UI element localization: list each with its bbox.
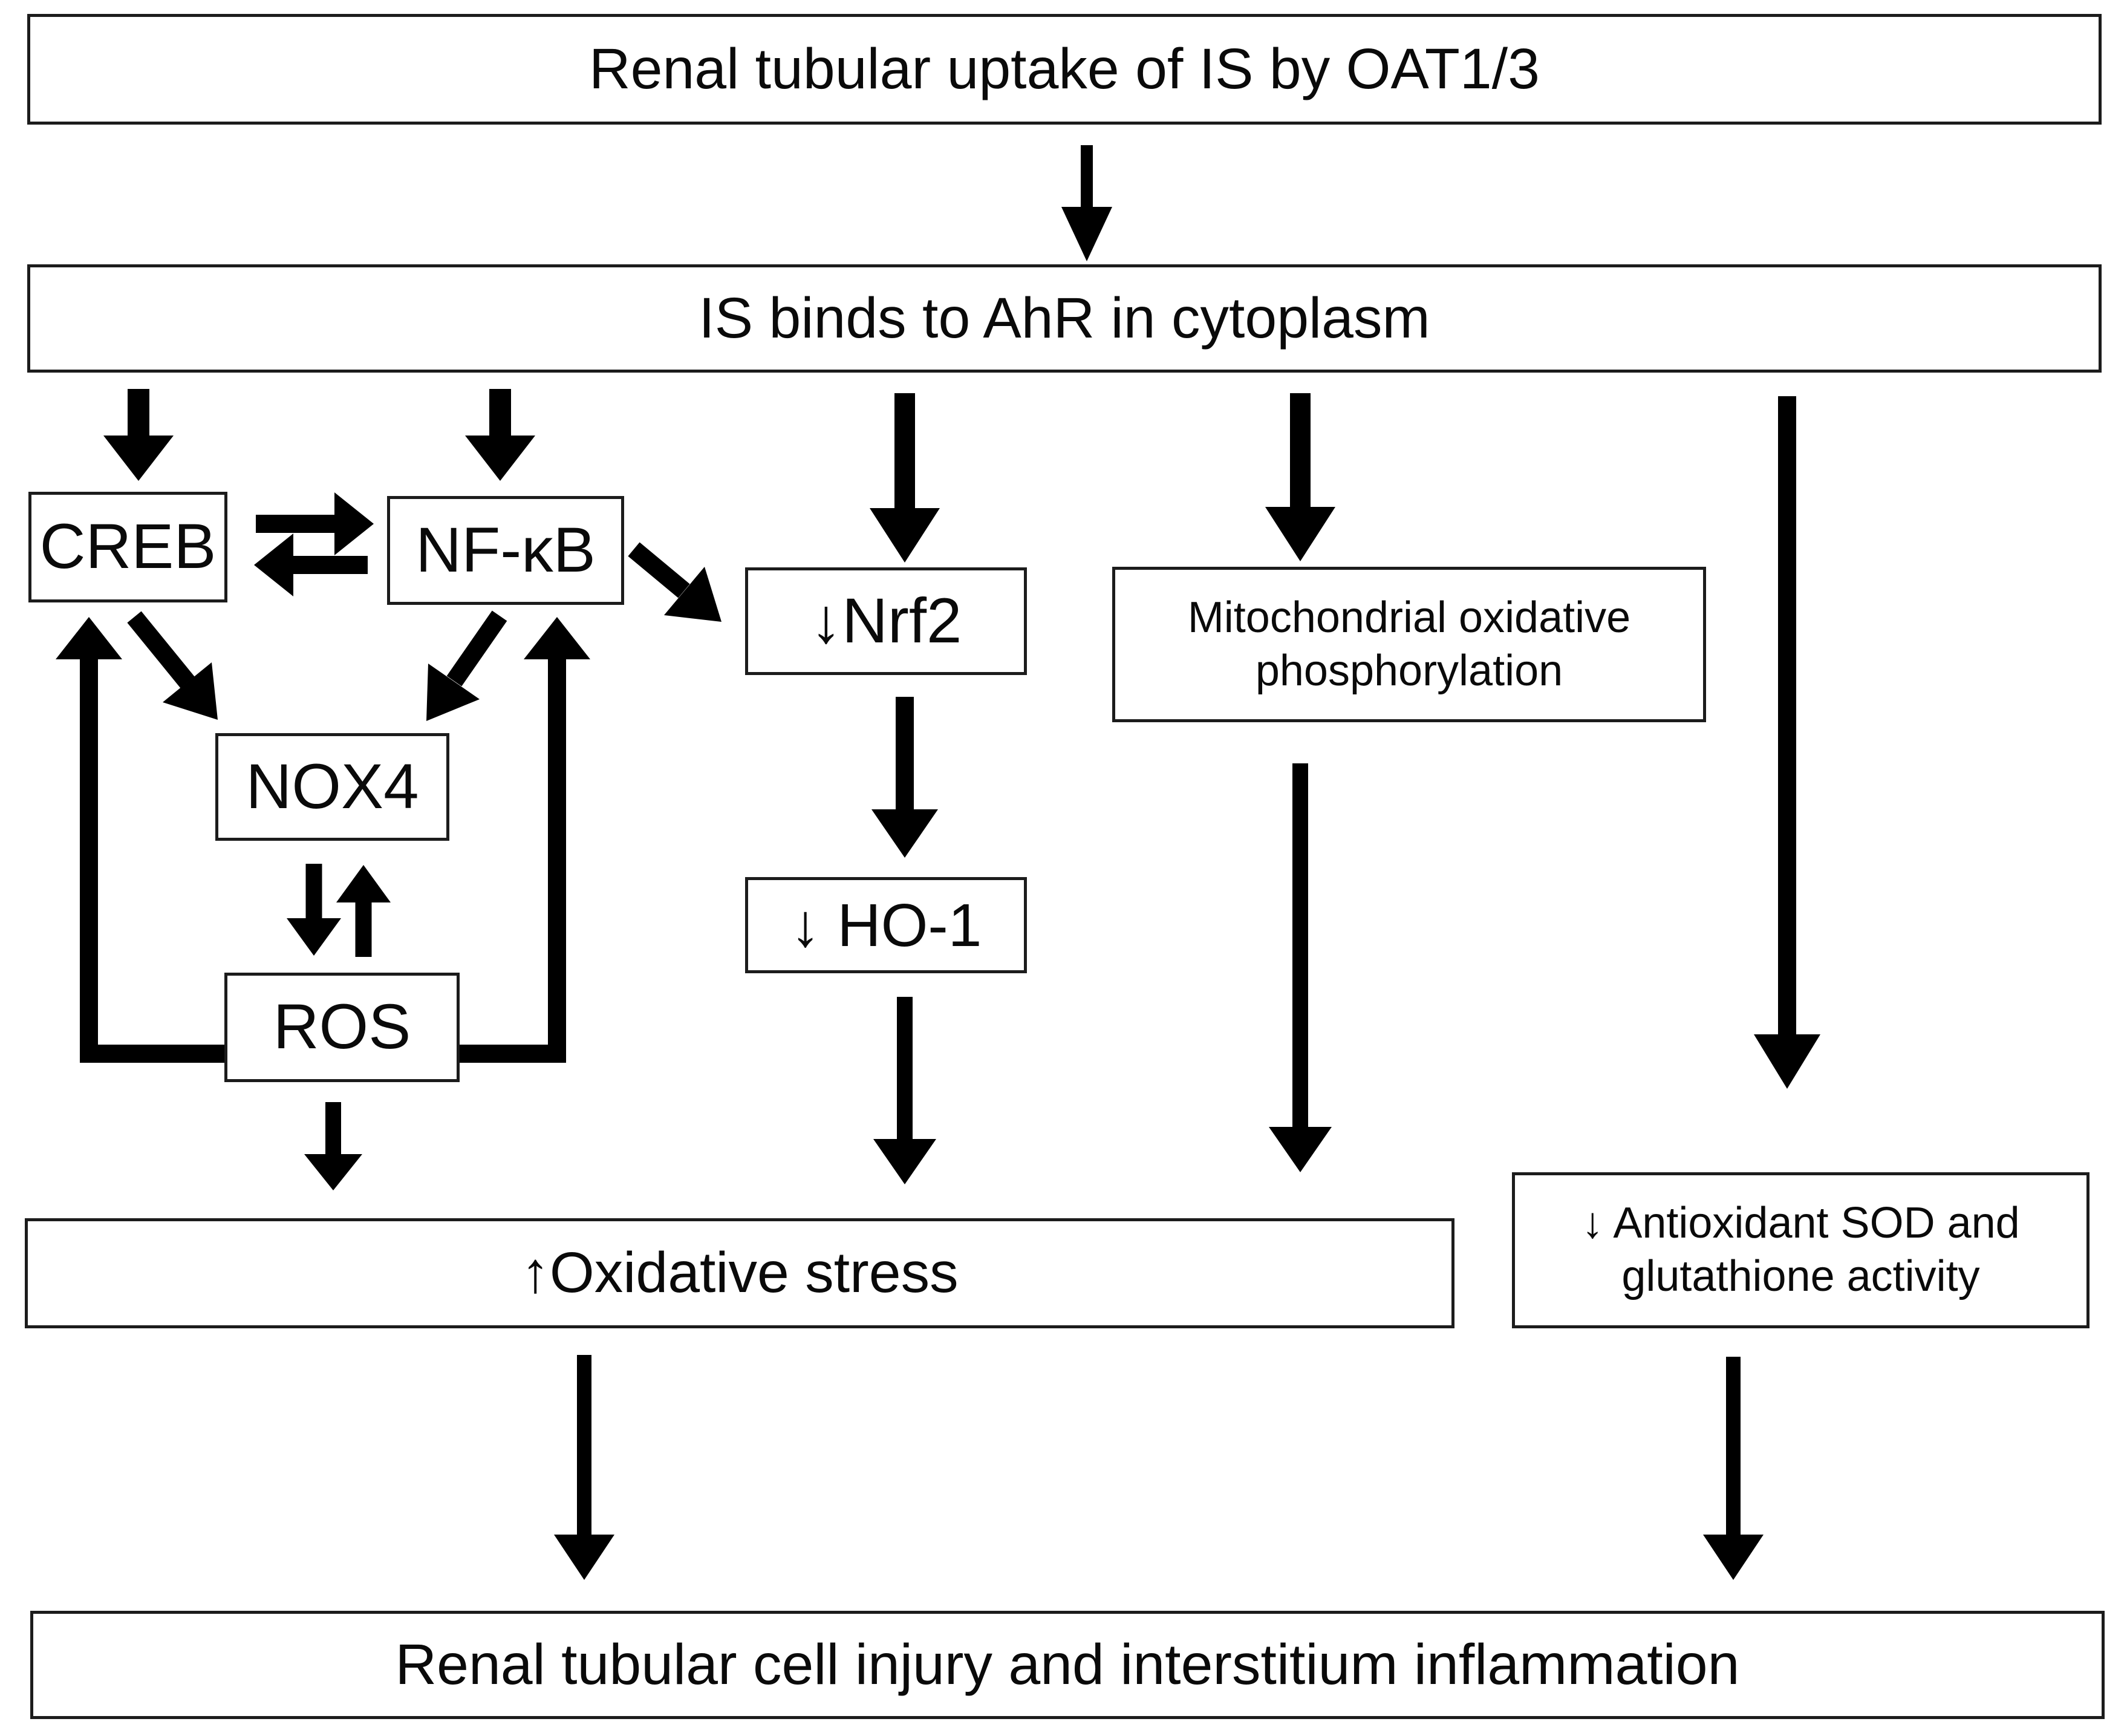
arrow-ros-to-creb-feedback bbox=[56, 617, 227, 1063]
arrow-creb-to-nfkb bbox=[256, 492, 374, 555]
arrow-uptake-to-ahr bbox=[1061, 145, 1112, 261]
node-ho1-label: ↓ HO-1 bbox=[790, 891, 982, 959]
node-oxidative-stress: ↑Oxidative stress bbox=[25, 1218, 1454, 1328]
node-mitochondrial-oxphos-line1: Mitochondrial oxidative bbox=[1187, 593, 1631, 642]
arrow-nrf2-to-ho1 bbox=[871, 697, 938, 858]
node-creb: CREB bbox=[28, 492, 227, 602]
node-ros: ROS bbox=[224, 973, 460, 1082]
node-ros-label: ROS bbox=[273, 991, 411, 1063]
arrow-ros-to-nfkb-feedback bbox=[458, 617, 590, 1063]
arrow-oxstress-to-injury bbox=[554, 1355, 614, 1580]
arrow-ahr-to-creb bbox=[103, 389, 174, 481]
arrow-nfkb-to-nox4 bbox=[426, 610, 507, 721]
node-renal-injury: Renal tubular cell injury and interstiti… bbox=[30, 1611, 2105, 1719]
node-nfkb: NF-κB bbox=[387, 496, 624, 605]
arrow-ahr-to-nfkb bbox=[465, 389, 535, 481]
arrow-ahr-to-nrf2 bbox=[870, 393, 940, 563]
node-nox4: NOX4 bbox=[215, 733, 449, 841]
node-renal-injury-label: Renal tubular cell injury and interstiti… bbox=[395, 1632, 1740, 1697]
node-nrf2-label: ↓Nrf2 bbox=[810, 585, 962, 656]
arrow-ros-to-nox4 bbox=[336, 865, 391, 957]
node-antioxidant-sod: ↓ Antioxidant SOD and glutathione activi… bbox=[1512, 1172, 2090, 1328]
arrow-nox4-to-ros bbox=[287, 864, 341, 956]
node-ho1: ↓ HO-1 bbox=[745, 877, 1027, 973]
arrow-nfkb-to-nrf2 bbox=[628, 542, 721, 622]
node-renal-uptake-label: Renal tubular uptake of IS by OAT1/3 bbox=[589, 36, 1540, 101]
node-mitochondrial-oxphos: Mitochondrial oxidative phosphorylation bbox=[1112, 567, 1706, 722]
node-is-binds-ahr-label: IS binds to AhR in cytoplasm bbox=[699, 286, 1430, 350]
node-mitochondrial-oxphos-line2: phosphorylation bbox=[1255, 646, 1563, 695]
arrow-nfkb-to-creb bbox=[254, 534, 368, 596]
node-creb-label: CREB bbox=[39, 511, 217, 582]
arrow-mito-to-oxstress bbox=[1269, 763, 1332, 1172]
node-antioxidant-sod-line1: ↓ Antioxidant SOD and bbox=[1581, 1199, 2020, 1248]
node-renal-uptake: Renal tubular uptake of IS by OAT1/3 bbox=[27, 14, 2102, 125]
node-nox4-label: NOX4 bbox=[246, 751, 419, 822]
node-oxidative-stress-label: ↑Oxidative stress bbox=[521, 1241, 959, 1305]
arrow-ho1-to-oxstress bbox=[873, 997, 936, 1184]
node-nfkb-label: NF-κB bbox=[415, 514, 596, 586]
arrow-ahr-to-antiox bbox=[1754, 396, 1820, 1089]
node-nrf2: ↓Nrf2 bbox=[745, 567, 1027, 675]
node-is-binds-ahr: IS binds to AhR in cytoplasm bbox=[27, 264, 2102, 373]
node-antioxidant-sod-line2: glutathione activity bbox=[1621, 1252, 1980, 1300]
arrow-ahr-to-mito bbox=[1265, 393, 1335, 561]
arrow-creb-to-nox4 bbox=[127, 611, 218, 720]
arrow-ros-to-oxstress bbox=[304, 1102, 362, 1190]
arrow-antiox-to-injury bbox=[1703, 1357, 1764, 1580]
